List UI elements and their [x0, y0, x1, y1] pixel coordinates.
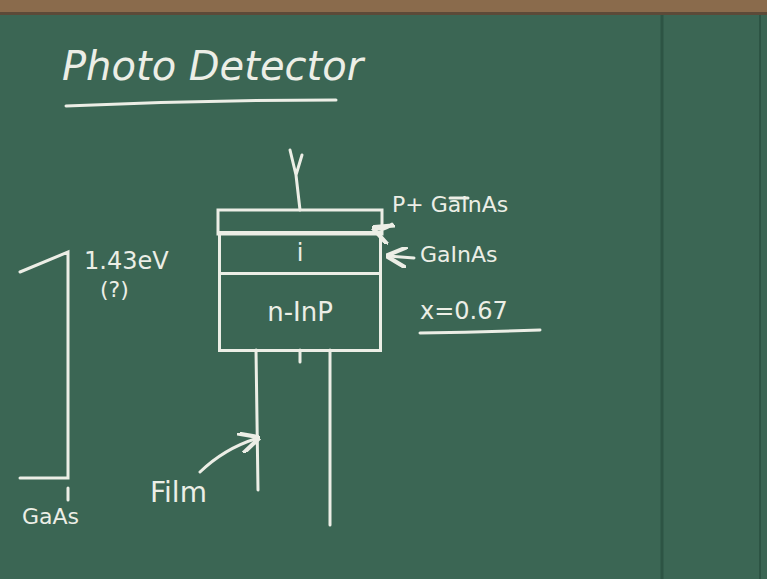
- leader-arrow: [374, 224, 392, 229]
- composition-value: x=0.67: [420, 298, 508, 324]
- title-underline: [66, 100, 336, 106]
- layer-label: i: [297, 240, 304, 266]
- panel-seam: [661, 15, 664, 579]
- board-frame-edge: [0, 12, 767, 15]
- fiber-label: Film: [150, 478, 207, 509]
- layer-label: n-InP: [267, 298, 333, 327]
- leader-arrow: [200, 438, 258, 472]
- panel-seam: [759, 15, 761, 579]
- top-contact: [290, 150, 302, 210]
- leader-arrow: [388, 256, 414, 258]
- fiber-line: [329, 350, 332, 525]
- substrate-layer: n-InP: [218, 272, 382, 352]
- note-mark: (?): [100, 278, 129, 302]
- layer-material: P+ GaInAs: [392, 193, 508, 217]
- layer-material: GaInAs: [420, 243, 497, 267]
- value-underline: [420, 330, 540, 333]
- fiber-line: [256, 350, 258, 490]
- board-title: Photo Detector: [62, 44, 363, 88]
- board-frame: [0, 0, 767, 12]
- band-diagram: [20, 252, 68, 478]
- bandgap-value: 1.43eV: [84, 248, 169, 274]
- material-label: GaAs: [22, 505, 79, 529]
- intrinsic-layer: i: [218, 231, 382, 275]
- band-tick: [67, 488, 70, 500]
